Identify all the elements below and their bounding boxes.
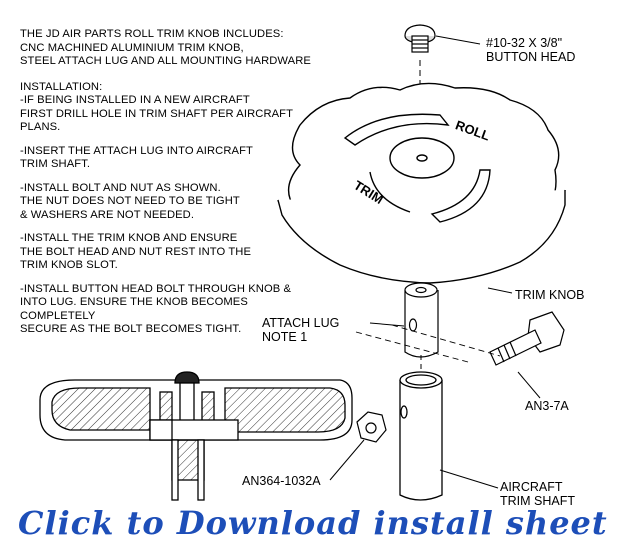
download-install-sheet-link[interactable]: Click to Download install sheet [18, 504, 608, 542]
trim-knob [277, 82, 566, 284]
callout-trim-shaft: AIRCRAFT TRIM SHAFT [500, 480, 575, 508]
step-button-head: -INSTALL BUTTON HEAD BOLT THROUGH KNOB &… [20, 282, 292, 336]
callout-an364-nut: AN364-1032A [242, 474, 321, 488]
install-instructions: THE JD AIR PARTS ROLL TRIM KNOB INCLUDES… [20, 28, 320, 347]
step-insert-lug: -INSERT THE ATTACH LUG INTO AIRCRAFT TRI… [20, 144, 253, 171]
an3-bolt [489, 311, 565, 366]
callout-trim-knob: TRIM KNOB [515, 288, 585, 302]
callout-button-head: #10-32 X 3/8" BUTTON HEAD [486, 36, 576, 64]
an364-nut [356, 411, 387, 443]
step-installation: INSTALLATION: -IF BEING INSTALLED IN A N… [20, 80, 294, 134]
button-head-screw [404, 24, 436, 53]
leader-lines [329, 35, 541, 489]
attach-lug [404, 282, 439, 358]
step-install-knob: -INSTALL THE TRIM KNOB AND ENSURE THE BO… [20, 232, 252, 271]
knob-cross-section [39, 371, 353, 501]
callout-attach-lug: ATTACH LUG NOTE 1 [262, 316, 340, 344]
aircraft-trim-shaft [399, 371, 443, 501]
step-install-bolt: -INSTALL BOLT AND NUT AS SHOWN. THE NUT … [20, 181, 240, 221]
callout-an3-bolt: AN3-7A [525, 399, 569, 413]
intro-text: THE JD AIR PARTS ROLL TRIM KNOB INCLUDES… [20, 28, 311, 67]
